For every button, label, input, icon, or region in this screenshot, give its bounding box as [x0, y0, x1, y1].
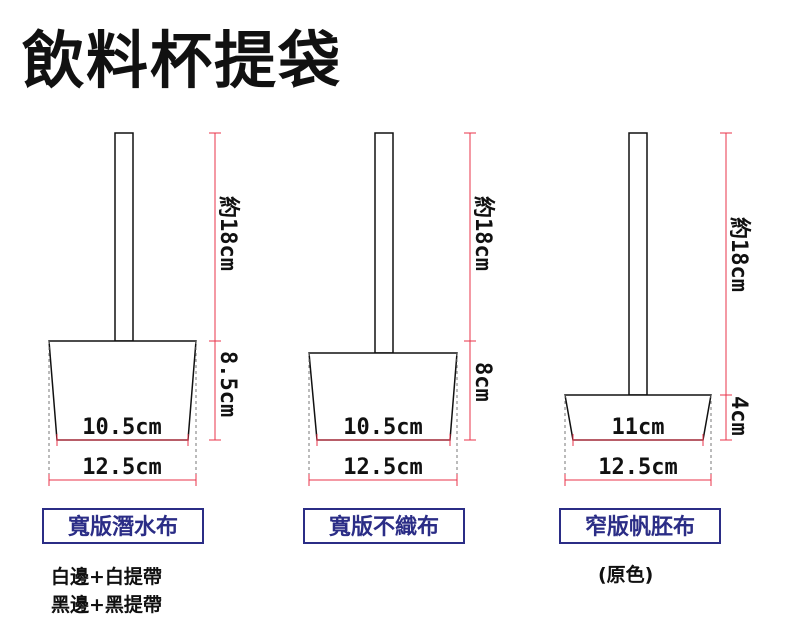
bag-2-bottom-width: 10.5cm	[343, 415, 422, 440]
bag-1: 約18cm 8.5cm 10.5cm 12.5cm	[48, 132, 241, 486]
bag-1-option-black: 黑邊+黑提帶	[51, 594, 162, 616]
page-title: 飲料杯提袋	[22, 24, 343, 97]
bag-1-handle	[114, 132, 134, 342]
bag-1-body-height: 8.5cm	[215, 351, 240, 417]
bag-3-note: (原色)	[598, 564, 654, 586]
bag-2-top-width: 12.5cm	[343, 455, 422, 480]
bag-3-bottom-width: 11cm	[612, 415, 665, 440]
bag-3-handle	[628, 132, 648, 396]
bag-3-top-width: 12.5cm	[598, 455, 677, 480]
bag-3-body-height: 4cm	[726, 396, 751, 436]
bag-1-option-white: 白邊+白提帶	[51, 566, 162, 588]
label-canvas-fabric: 窄版帆胚布	[559, 508, 721, 544]
bag-2-handle	[374, 132, 394, 354]
bag-1-handle-height: 約18cm	[215, 196, 241, 271]
bag-2-body-height: 8cm	[470, 362, 495, 402]
bag-3: 約18cm 4cm 11cm 12.5cm	[564, 132, 752, 486]
bag-1-bottom-width: 10.5cm	[82, 415, 161, 440]
bag-2: 約18cm 8cm 10.5cm 12.5cm	[308, 132, 496, 486]
label-nonwoven-fabric: 寬版不織布	[303, 508, 465, 544]
bag-1-top-width: 12.5cm	[82, 455, 161, 480]
bag-3-handle-height: 約18cm	[726, 217, 752, 292]
bag-2-handle-height: 約18cm	[470, 196, 496, 271]
label-diving-fabric: 寬版潛水布	[42, 508, 204, 544]
